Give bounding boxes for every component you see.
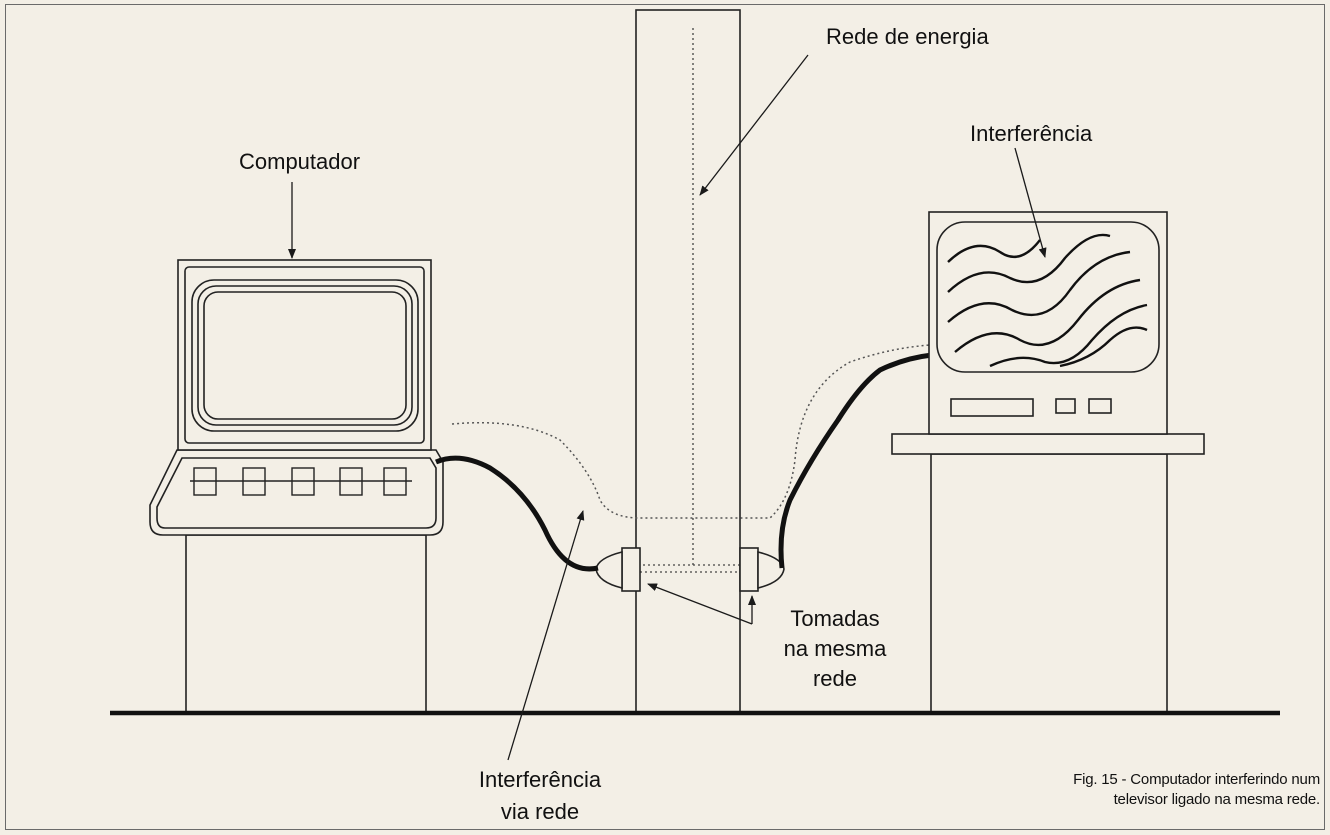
network-interference-arrow <box>507 510 585 761</box>
left-outlet-plug <box>595 547 641 592</box>
annotation-arrows <box>288 54 1047 761</box>
figure-caption: Fig. 15 - Computador interferindo num te… <box>960 770 1320 810</box>
outlets-label-line1: Tomadas <box>790 606 880 631</box>
outlets-arrow-left <box>647 583 753 625</box>
computer-power-cable <box>435 455 599 572</box>
figure-frame <box>5 4 1325 830</box>
tv-power-cable <box>778 352 933 569</box>
caption-line1: Fig. 15 - Computador interferindo num <box>1073 771 1320 788</box>
television <box>928 211 1168 435</box>
tv-interference-label: Interferência <box>970 121 1093 146</box>
tv-table <box>891 433 1205 714</box>
network-interference-label-line1: Interferência <box>478 767 602 792</box>
tv-interference-waves <box>947 233 1148 368</box>
network-interference-label: Interferência via rede <box>445 764 635 828</box>
computer-desk <box>185 534 427 714</box>
computer-label: Computador <box>239 149 361 174</box>
outlets-label: Tomadas na mesma rede <box>760 604 910 694</box>
computer-keys <box>190 467 412 496</box>
caption-line2: televisor ligado na mesma rede. <box>1113 791 1321 808</box>
computer-monitor <box>177 259 432 451</box>
interference-path <box>451 344 931 519</box>
computer-keyboard-base <box>149 449 444 536</box>
power-grid-column <box>635 9 741 714</box>
network-interference-label-line2: via rede <box>500 799 580 824</box>
outlets-label-line3: rede <box>812 666 858 691</box>
power-grid-arrow <box>699 54 809 196</box>
outlets-label-line2: na mesma <box>783 636 887 661</box>
power-grid-label: Rede de energia <box>826 24 989 49</box>
tv-interference-arrow <box>1014 147 1047 258</box>
power-grid-wiring <box>640 28 740 573</box>
right-outlet-plug <box>739 547 785 592</box>
